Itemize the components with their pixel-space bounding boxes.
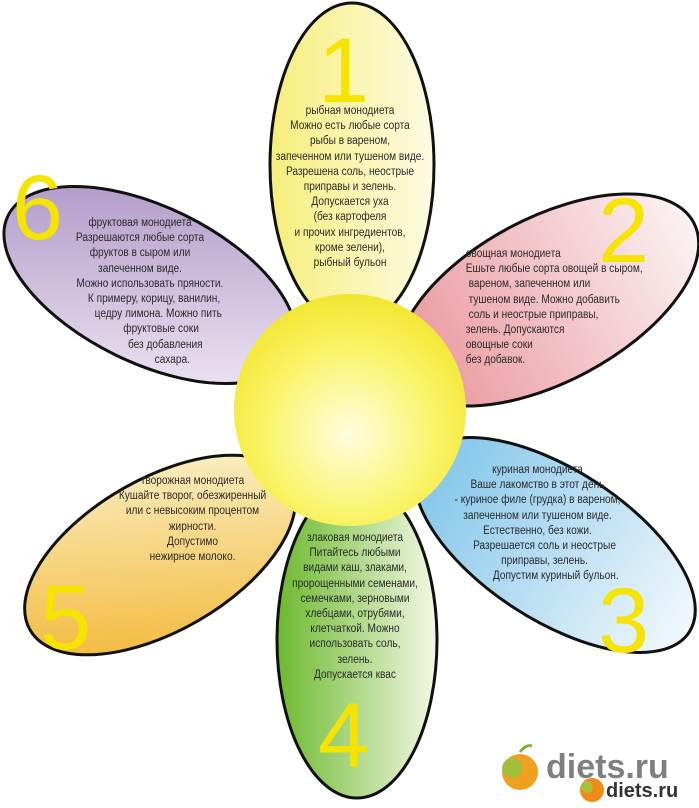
petal-description: Питайтесь любыми видами каш, злаками, пр…: [292, 547, 418, 681]
petal-title: творожная монодиета: [140, 475, 245, 487]
petal-description: Кушайте творог, обезжиренный или с невыс…: [118, 490, 267, 564]
petal-number-5: 5: [40, 567, 92, 669]
petal-title: фруктовая монодиета: [88, 217, 192, 229]
petal-title: злаковая монодиета: [306, 532, 404, 544]
petal-description: Разрешаются любые сорта фруктов в сыром …: [75, 232, 224, 366]
petal-description: Можно есть любые сорта рыбы в вареном, з…: [275, 120, 425, 270]
logo-apple-icon: [502, 744, 604, 802]
logo-large: diets.ru: [546, 748, 669, 786]
logo-small: diets.ru: [606, 780, 679, 802]
petal-title: рыбная монодиета: [305, 105, 395, 117]
petal-number-2: 2: [598, 180, 650, 282]
petal-title: овощная монодиета: [465, 248, 561, 260]
petal-number-6: 6: [12, 157, 64, 259]
petal-number-1: 1: [318, 20, 370, 122]
petal-title: куриная монодиета: [492, 464, 583, 476]
petal-number-4: 4: [318, 685, 370, 787]
petal-description: Ваше лакомство в этот день - куриное фил…: [454, 479, 621, 583]
flower-center: [234, 294, 466, 526]
petal-description: Ешьте любые сорта овощей в сыром, варено…: [465, 263, 643, 367]
petal-number-3: 3: [598, 570, 650, 672]
